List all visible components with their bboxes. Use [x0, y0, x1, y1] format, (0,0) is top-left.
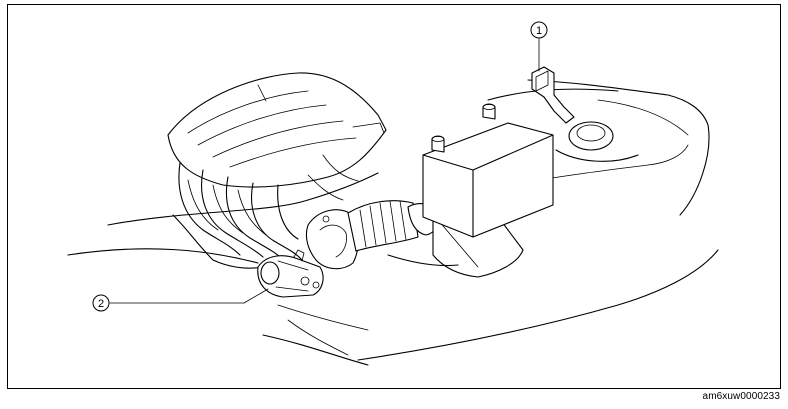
throttle-body	[305, 209, 359, 270]
engine-bay-illustration: 1 2	[67, 21, 719, 366]
callout-1-label: 1	[536, 25, 542, 37]
engine-cover	[167, 72, 387, 188]
callout-1: 1	[530, 21, 548, 72]
reservoir-tank	[555, 121, 639, 162]
starter-motor-part	[257, 249, 324, 298]
diagram-frame: 1 2	[7, 4, 781, 389]
intake-manifold	[172, 154, 359, 269]
bracket-part	[531, 66, 575, 124]
callout-2-label: 2	[98, 298, 104, 310]
callout-2-circle	[92, 294, 110, 312]
callout-2: 2	[92, 288, 269, 312]
callout-1-circle	[530, 21, 548, 39]
battery	[422, 103, 554, 238]
figure-reference-code: am6xuw0000233	[702, 391, 780, 402]
